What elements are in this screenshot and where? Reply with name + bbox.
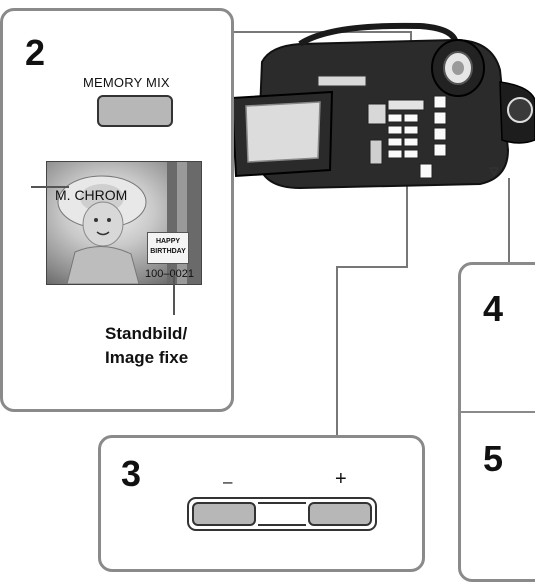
still-image-pointer-line	[173, 275, 175, 315]
overlay-line-1: HAPPY	[148, 237, 188, 247]
plus-button[interactable]	[308, 502, 372, 526]
minus-button[interactable]	[192, 502, 256, 526]
caption-standbild: Standbild/	[105, 323, 187, 345]
lcd-still-image: M. CHROM HAPPY BIRTHDAY 100–0021	[46, 161, 202, 285]
step-3-number: 3	[121, 456, 141, 492]
happy-birthday-overlay: HAPPY BIRTHDAY	[147, 232, 189, 264]
step-5-number: 5	[483, 441, 503, 477]
plus-label: +	[335, 468, 347, 491]
step-4-5-panel: 4 5	[458, 262, 535, 582]
memory-mix-button[interactable]	[97, 95, 173, 127]
step-2-number: 2	[25, 35, 45, 71]
caption-image-fixe: Image fixe	[105, 347, 188, 369]
step-2-panel: 2 MEMORY MIX M. CHROM HAPPY BIRTHDAY 100…	[0, 8, 234, 412]
step-4-5-divider	[461, 411, 535, 413]
step-3-panel: 3 – +	[98, 435, 425, 572]
brightness-button-group	[187, 497, 377, 531]
image-counter: 100–0021	[145, 268, 194, 280]
camcorder-body	[232, 26, 535, 188]
memory-mix-label: MEMORY MIX	[83, 75, 170, 90]
mode-label: M. CHROM	[55, 187, 127, 203]
minus-label: –	[223, 472, 232, 492]
mode-pointer-line	[31, 186, 69, 188]
step-4-number: 4	[483, 291, 503, 327]
overlay-line-2: BIRTHDAY	[148, 247, 188, 257]
center-spacer	[258, 502, 306, 526]
